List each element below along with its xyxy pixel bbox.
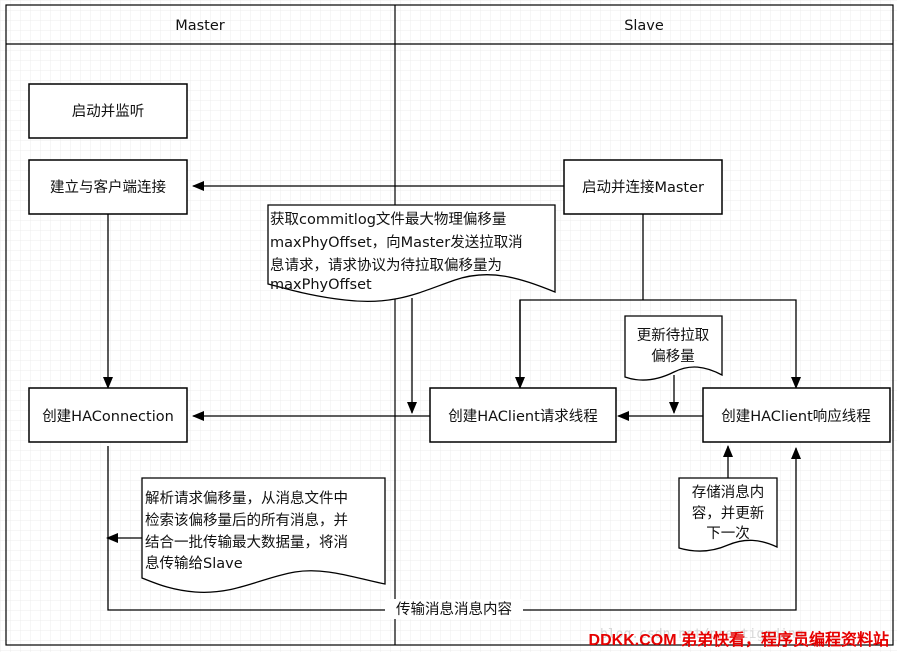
watermark-faint: blog.csdn.net/prestigeding bbox=[600, 627, 804, 642]
node-establish-client-conn[interactable]: 建立与客户端连接 bbox=[28, 159, 188, 215]
note-parse-request: 解析请求偏移量，从消息文件中 检索该偏移量后的所有消息，并 结合一批传输最大数据… bbox=[141, 477, 386, 593]
node-start-connect-master[interactable]: 启动并连接Master bbox=[563, 159, 723, 215]
lane-header-slave: Slave bbox=[624, 18, 664, 34]
note-max-offset-line-2: maxPhyOffset，向Master发送拉取消 bbox=[270, 234, 523, 251]
note-update-offset-line-2: 偏移量 bbox=[651, 348, 695, 365]
note-store-message-line-3: 下一次 bbox=[706, 525, 750, 542]
node-create-haclient-response[interactable]: 创建HAClient响应线程 bbox=[702, 387, 891, 443]
note-store-message: 存储消息内 容，并更新 下一次 bbox=[678, 477, 778, 552]
node-start-listen[interactable]: 启动并监听 bbox=[28, 83, 188, 139]
node-start-connect-master-label: 启动并连接Master bbox=[582, 179, 704, 196]
note-update-offset-line-1: 更新待拉取 bbox=[637, 327, 710, 344]
transfer-label-bg bbox=[385, 599, 523, 619]
note-max-offset-line-3: 息请求，请求协议为待拉取偏移量为 bbox=[270, 257, 502, 274]
node-create-haconnection[interactable]: 创建HAConnection bbox=[28, 387, 188, 443]
node-create-haconnection-label: 创建HAConnection bbox=[42, 408, 174, 425]
note-parse-request-line-2: 检索该偏移量后的所有消息，并 bbox=[145, 512, 348, 529]
node-create-haclient-request[interactable]: 创建HAClient请求线程 bbox=[429, 387, 617, 443]
note-max-offset: 获取commitlog文件最大物理偏移量 maxPhyOffset，向Maste… bbox=[267, 204, 556, 303]
note-update-offset: 更新待拉取 偏移量 bbox=[624, 315, 723, 381]
note-max-offset-line-4: maxPhyOffset bbox=[270, 277, 372, 293]
note-store-message-line-1: 存储消息内 bbox=[692, 484, 765, 501]
note-parse-request-line-3: 结合一批传输最大数据量，将消 bbox=[145, 534, 348, 551]
connectors bbox=[103, 181, 801, 611]
node-create-haclient-request-label: 创建HAClient请求线程 bbox=[448, 408, 598, 425]
watermark: DDKK.COM 弟弟快看，程序员编程资料站 bbox=[589, 630, 889, 649]
lane-header-master: Master bbox=[175, 18, 225, 34]
node-start-listen-label: 启动并监听 bbox=[72, 103, 145, 120]
note-store-message-line-2: 容，并更新 bbox=[692, 505, 765, 522]
transfer-label: 传输消息消息内容 bbox=[396, 601, 512, 618]
note-max-offset-line-1: 获取commitlog文件最大物理偏移量 bbox=[270, 211, 506, 228]
node-establish-client-conn-label: 建立与客户端连接 bbox=[50, 179, 166, 196]
swimlane-frame bbox=[5, 4, 894, 646]
note-parse-request-line-1: 解析请求偏移量，从消息文件中 bbox=[145, 490, 348, 507]
note-parse-request-line-4: 息传输给Slave bbox=[145, 555, 243, 572]
node-create-haclient-response-label: 创建HAClient响应线程 bbox=[721, 407, 871, 425]
